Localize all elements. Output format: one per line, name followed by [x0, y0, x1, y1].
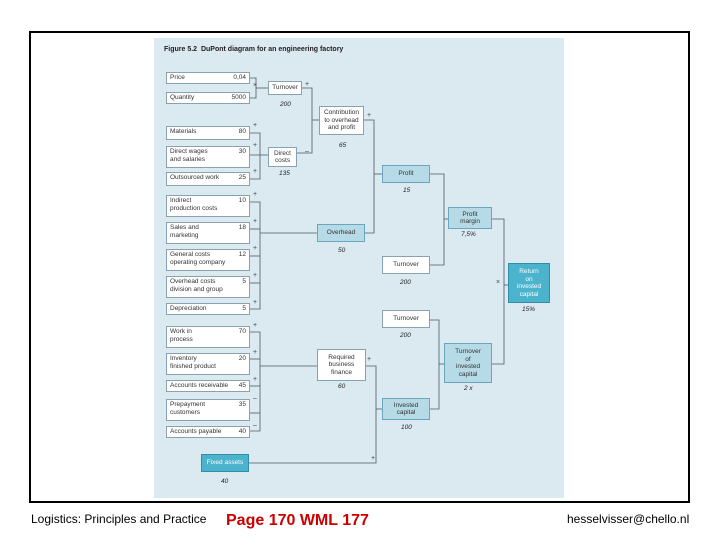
profit-node: Profit [382, 165, 430, 183]
input-box: Work in process 70 [166, 326, 250, 348]
input-value: 20 [238, 355, 246, 362]
turnover-node-top: Turnover [268, 81, 302, 95]
input-value: 80 [238, 128, 246, 135]
turnover-mid-value: 200 [400, 279, 411, 286]
plus-operator: + [253, 272, 258, 279]
plus-operator: + [253, 349, 258, 356]
input-box: Prepayment customers 35 [166, 399, 250, 421]
profit-margin-node: Profit margin [448, 207, 492, 229]
input-box: Sales and marketing 18 [166, 222, 250, 244]
input-box: Outsourced work 25 [166, 172, 250, 186]
input-label: Prepayment customers [170, 401, 206, 416]
turnover-node-low: Turnover [382, 310, 430, 328]
input-label: Outsourced work [170, 174, 220, 181]
input-box: General costs operating company 12 [166, 249, 250, 271]
input-box: Accounts payable 40 [166, 426, 250, 438]
footer-email: hesselvisser@chello.nl [567, 512, 690, 526]
input-label: General costs operating company [170, 251, 226, 266]
plus-operator: + [253, 376, 258, 383]
plus-operator: + [253, 191, 258, 198]
figure-heading: DuPont diagram for an engineering factor… [200, 46, 344, 53]
input-box: Overhead costs division and group 5 [166, 276, 250, 298]
invested-capital-node: Invested capital [382, 398, 430, 420]
input-value: 12 [238, 251, 246, 258]
dupont-figure: Figure 5.2 DuPont diagram for an enginee… [154, 38, 564, 498]
capital-turnover-node: Turnover of invested capital [444, 343, 492, 383]
input-value: 35 [238, 401, 246, 408]
input-value: 5 [242, 278, 246, 285]
input-value: 5 [242, 305, 246, 312]
overhead-value: 50 [338, 247, 346, 254]
input-value: 40 [238, 428, 246, 435]
profit-value: 15 [403, 187, 411, 194]
input-label: Depreciation [170, 305, 207, 312]
minus-operator: – [253, 422, 257, 429]
input-label: Quantity [170, 94, 195, 101]
input-box: Inventory finished product 20 [166, 353, 250, 375]
multiply-operator-price: × [253, 82, 258, 89]
direct-costs-value: 135 [279, 170, 290, 177]
plus-operator: + [305, 81, 310, 88]
input-label: Inventory finished product [170, 355, 216, 370]
input-value: 30 [238, 148, 246, 155]
plus-operator: + [371, 455, 376, 462]
roic-value: 15% [522, 306, 536, 313]
input-box: Direct wages and salaries 30 [166, 146, 250, 168]
turnover-node-mid: Turnover [382, 256, 430, 274]
input-box: Quantity 5000 [166, 92, 250, 104]
plus-operator: + [253, 245, 258, 252]
turnover-low-value: 200 [400, 332, 411, 339]
fixed-assets-value: 40 [221, 478, 229, 485]
input-value: 5000 [231, 94, 246, 101]
invested-capital-value: 100 [401, 424, 412, 431]
input-label: Price [170, 74, 185, 81]
input-value: 70 [238, 328, 246, 335]
turnover-top-value: 200 [280, 101, 291, 108]
minus-operator: – [253, 395, 257, 402]
input-value: 18 [238, 224, 246, 231]
required-finance-value: 60 [338, 383, 346, 390]
input-box: Depreciation 5 [166, 303, 250, 315]
minus-operator: – [305, 148, 309, 155]
input-label: Accounts receivable [170, 382, 229, 389]
plus-operator: + [253, 322, 258, 329]
footer-page-number: Page 170 WML 177 [226, 512, 369, 529]
multiply-operator: × [496, 279, 501, 286]
input-label: Overhead costs division and group [170, 278, 223, 293]
input-box: Accounts receivable 45 [166, 380, 250, 392]
input-value: 25 [238, 174, 246, 181]
figure-title: Figure 5.2 DuPont diagram for an enginee… [164, 46, 343, 53]
plus-operator: + [253, 168, 258, 175]
input-label: Indirect production costs [170, 197, 218, 212]
required-finance-node: Required business finance [317, 349, 366, 381]
input-box: Price 0,04 [166, 72, 250, 84]
input-label: Accounts payable [170, 428, 222, 435]
input-value: 0,04 [233, 74, 246, 81]
figure-label: Figure 5.2 [164, 46, 198, 53]
fixed-assets-node: Fixed assets [201, 454, 249, 472]
plus-operator: + [367, 112, 372, 119]
input-box: Materials 80 [166, 126, 250, 140]
plus-operator: + [253, 122, 258, 129]
overhead-node: Overhead [317, 224, 365, 242]
contribution-node: Contribution to overhead and profit [319, 106, 364, 135]
input-label: Direct wages and salaries [170, 148, 208, 163]
plus-operator: + [253, 142, 258, 149]
footer-course-title: Logistics: Principles and Practice [31, 512, 207, 526]
plus-operator: + [253, 218, 258, 225]
plus-operator: + [253, 299, 258, 306]
input-label: Work in process [170, 328, 193, 343]
input-label: Materials [170, 128, 197, 135]
roic-node: Return on invested capital [508, 263, 550, 303]
input-value: 45 [238, 382, 246, 389]
connector-lines [249, 77, 508, 464]
contribution-value: 65 [339, 142, 347, 149]
capital-turnover-value: 2 x [464, 385, 473, 392]
input-label: Sales and marketing [170, 224, 199, 239]
input-value: 10 [238, 197, 246, 204]
plus-operator: + [367, 356, 372, 363]
profit-margin-value: 7,5% [461, 231, 476, 238]
direct-costs-node: Direct costs [268, 147, 297, 167]
input-box: Indirect production costs 10 [166, 195, 250, 217]
